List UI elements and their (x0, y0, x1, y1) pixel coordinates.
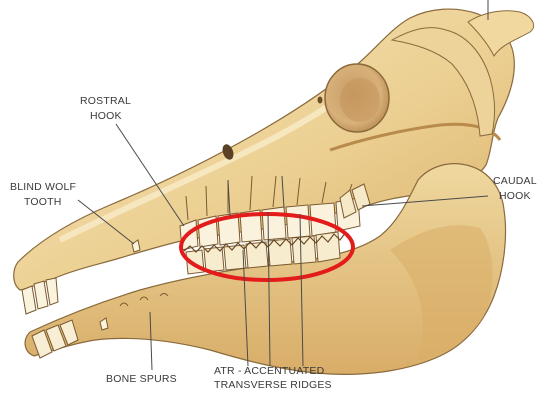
label-bone-spurs: BONE SPURS (106, 373, 177, 385)
orbit-inner (340, 78, 380, 122)
label-rostral-hook-1: ROSTRAL (80, 95, 131, 107)
label-caudal-hook-2: HOOK (499, 190, 531, 202)
label-atr-2: TRANSVERSE RIDGES (214, 379, 332, 391)
label-blind-wolf-1: BLIND WOLF (10, 181, 76, 193)
small-foramen (318, 97, 323, 104)
label-atr-1: ATR - ACCENTUATED (214, 365, 325, 377)
label-blind-wolf-2: TOOTH (24, 196, 62, 208)
label-caudal-hook-1: CAUDAL (493, 175, 537, 187)
label-rostral-hook-2: HOOK (90, 110, 122, 122)
